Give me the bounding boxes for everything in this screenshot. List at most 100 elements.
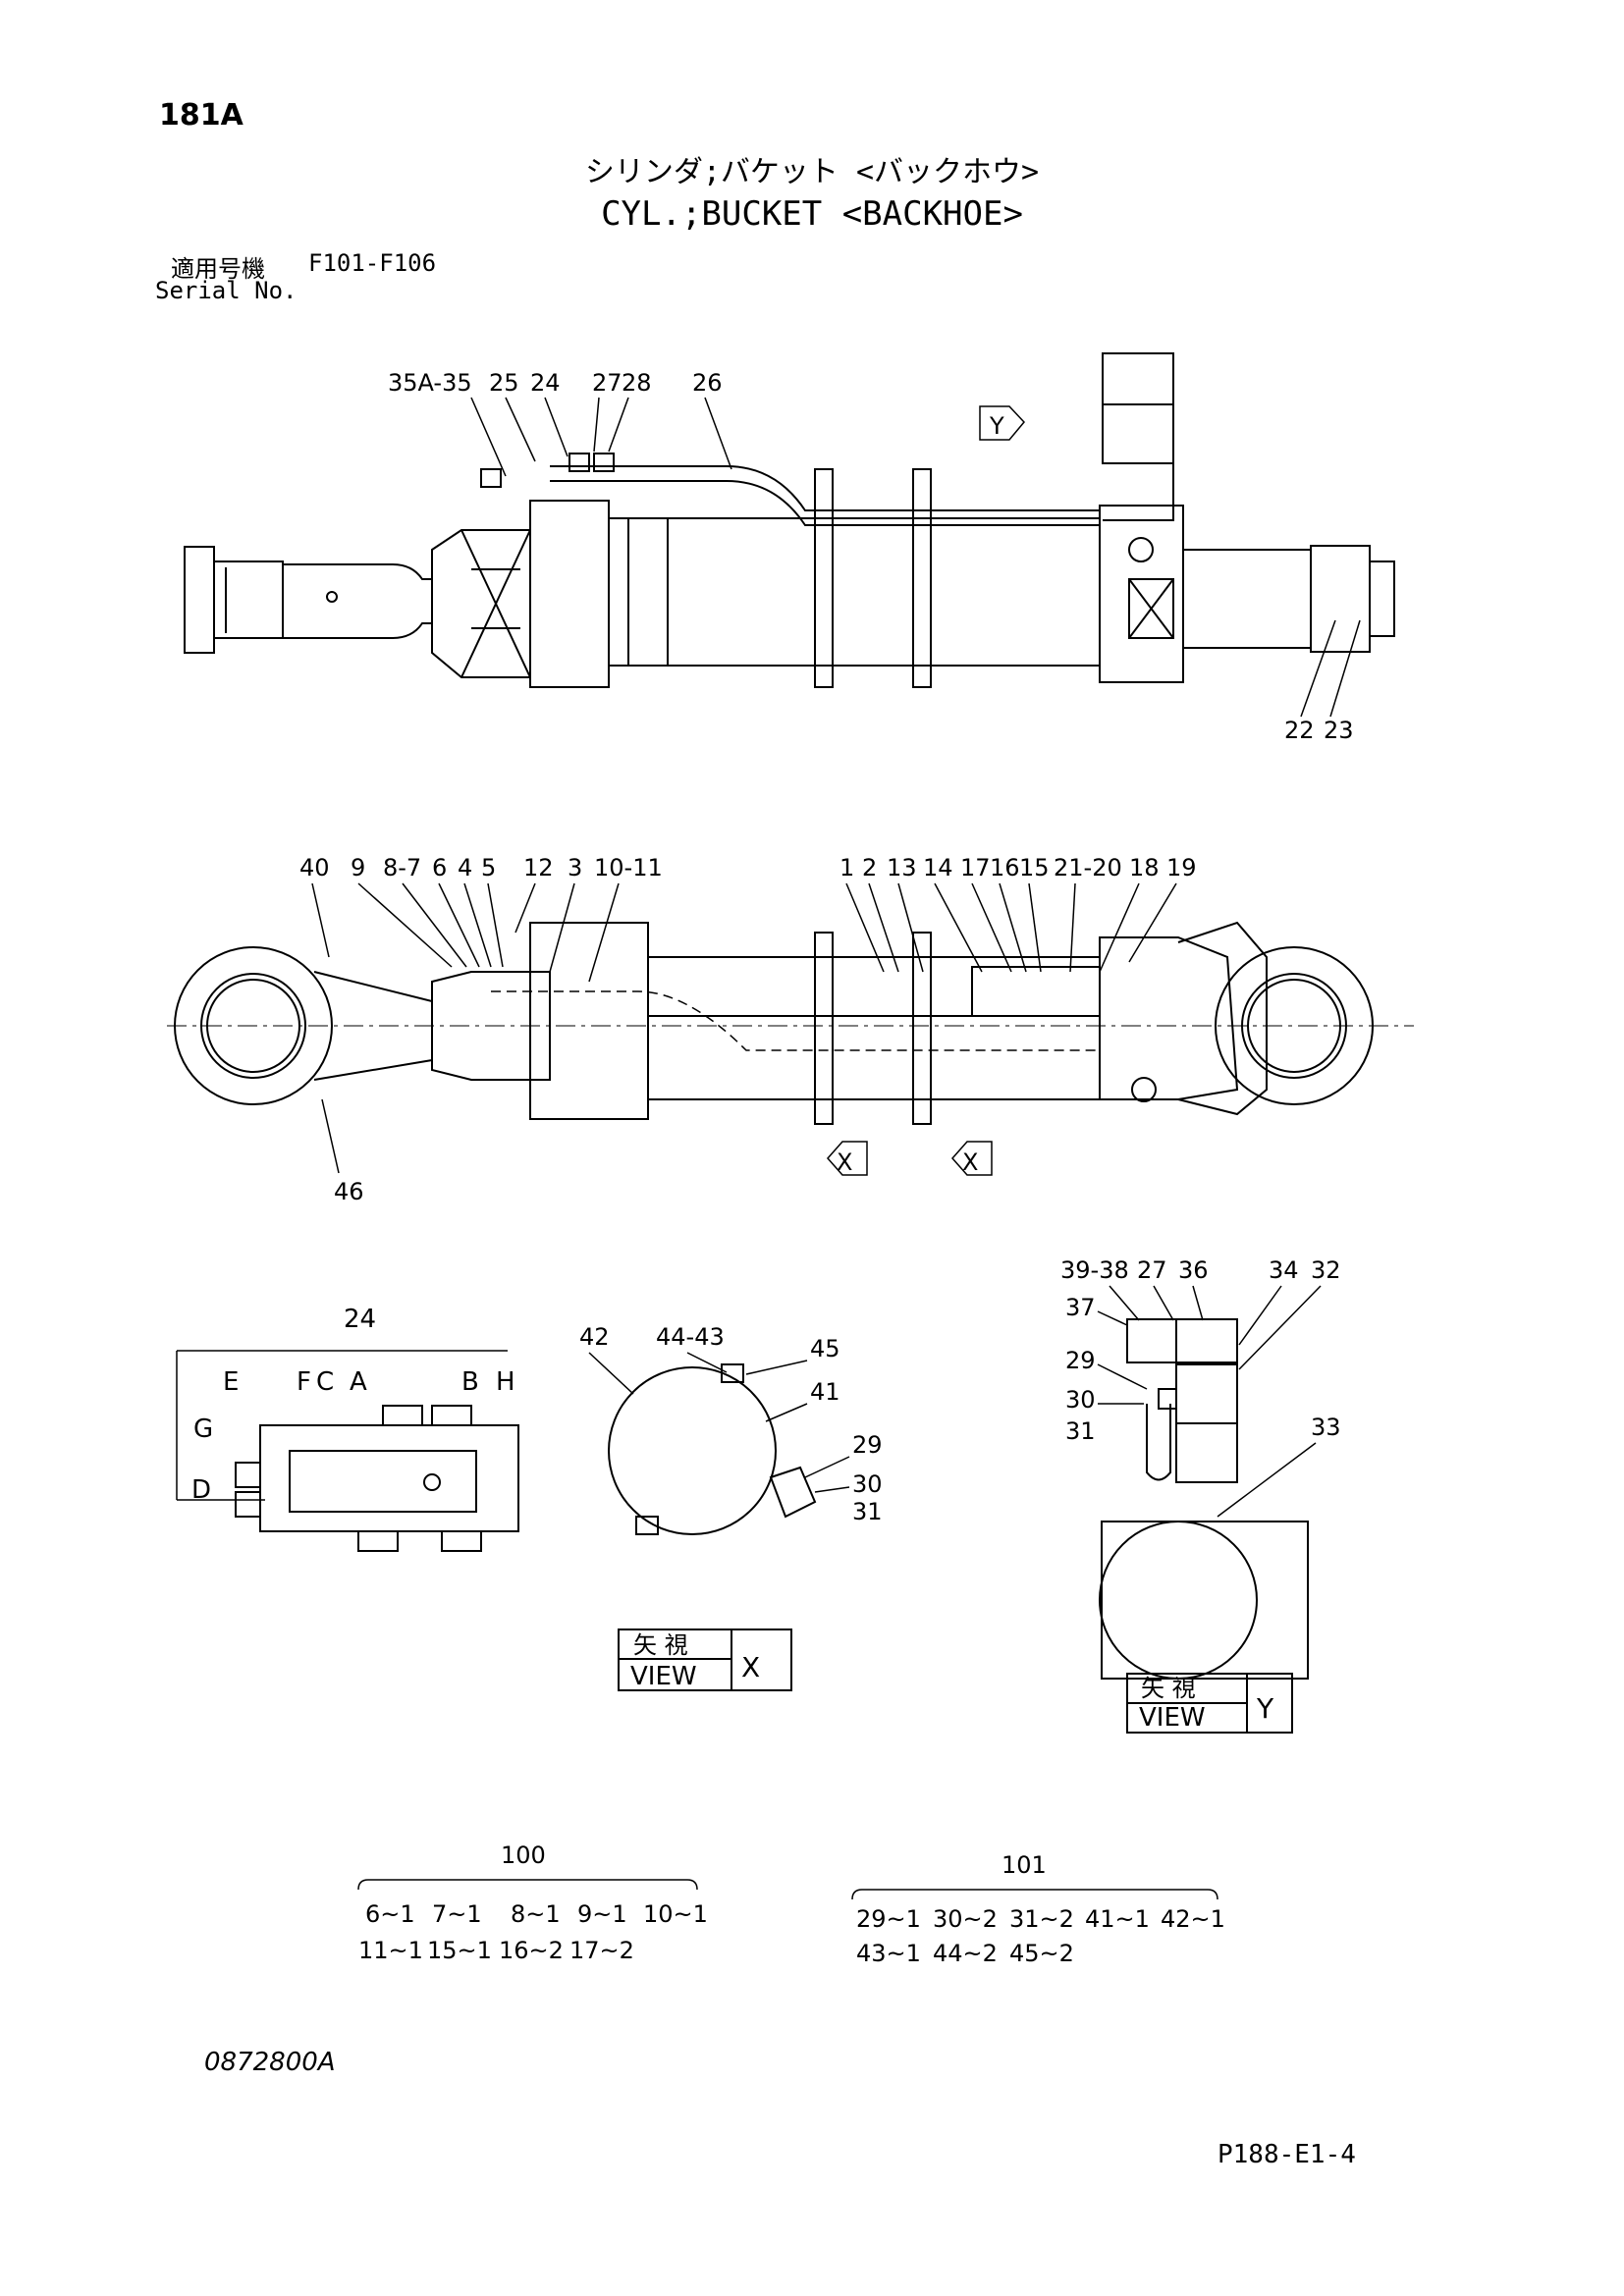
kit-100-item: 10~1: [643, 1900, 708, 1928]
callout-9: 9: [351, 854, 365, 881]
callout-14: 14: [923, 854, 953, 881]
cylinder-top-view: [184, 352, 1395, 688]
callout-33: 33: [1311, 1414, 1341, 1441]
callout-23: 23: [1324, 717, 1354, 744]
detail-24-letter-g: G: [193, 1415, 213, 1444]
callout-view-y: Y: [989, 412, 1004, 440]
kit-100-item: 7~1: [432, 1900, 482, 1928]
detail-24-letter-d: D: [191, 1475, 211, 1505]
callout-6: 6: [432, 854, 447, 881]
callout-13: 13: [887, 854, 917, 881]
section-view-callouts: 40 9 8-7 6 4 5 12 3 10-11 1 2 13 14 17 1…: [299, 854, 1197, 1205]
kit-100-item: 15~1: [427, 1937, 492, 1964]
callout-19: 19: [1166, 854, 1197, 881]
kit-101-item: 29~1: [856, 1905, 921, 1933]
callout-34: 34: [1269, 1256, 1299, 1284]
view-x-japanese: 矢 視: [633, 1631, 688, 1659]
kit-100-item: 8~1: [511, 1900, 561, 1928]
cylinder-section-view: [167, 921, 1414, 1125]
kit-101-number: 101: [1001, 1851, 1047, 1879]
callout-5: 5: [481, 854, 496, 881]
drawing-number: 0872800A: [204, 2048, 336, 2077]
detail-view-x-leaders: [588, 1352, 850, 1493]
kit-101-item: 45~2: [1009, 1940, 1074, 1967]
view-y-letter: Y: [1256, 1692, 1274, 1725]
view-y-japanese: 矢 視: [1141, 1675, 1196, 1702]
kit-101-item: 31~2: [1009, 1905, 1074, 1933]
kit-100-item: 17~2: [569, 1937, 634, 1964]
callout-45: 45: [810, 1335, 840, 1362]
kit-100: 100 6~1 7~1 8~1 9~1 10~1 11~1 15~1 16~2 …: [357, 1842, 708, 1964]
detail-view-x: [608, 1363, 817, 1691]
callout-21-20: 21-20: [1054, 854, 1122, 881]
kit-100-item: 6~1: [365, 1900, 415, 1928]
callout-39-38: 39-38: [1060, 1256, 1129, 1284]
callout-view-x-1: X: [837, 1148, 852, 1176]
detail-24-letter-b: B: [461, 1367, 479, 1397]
kit-101-item: 30~2: [933, 1905, 998, 1933]
callout-22: 22: [1284, 717, 1315, 744]
kit-101-item: 42~1: [1161, 1905, 1225, 1933]
detail-24-letter-a: A: [350, 1367, 367, 1397]
detail-24-letter-f: F: [297, 1367, 311, 1397]
callout-view-x-2: X: [962, 1148, 978, 1176]
kit-101-item: 44~2: [933, 1940, 998, 1967]
serial-label-english: Serial No.: [155, 277, 298, 304]
kit-100-item: 11~1: [358, 1937, 423, 1964]
serial-label-japanese: 適用号機: [171, 255, 265, 283]
callout-29: 29: [852, 1431, 883, 1459]
detail-view-y: [1099, 1318, 1309, 1734]
callout-12: 12: [523, 854, 554, 881]
callout-29-y: 29: [1065, 1347, 1096, 1374]
callout-46: 46: [334, 1178, 364, 1205]
callout-8-7: 8-7: [383, 854, 421, 881]
callout-10-11: 10-11: [594, 854, 663, 881]
detail-24: [176, 1350, 519, 1552]
callout-31-y: 31: [1065, 1417, 1096, 1445]
detail-24-letter-c: C: [316, 1367, 334, 1397]
title-english: CYL.;BUCKET <BACKHOE>: [601, 194, 1023, 234]
kit-100-item: 16~2: [499, 1937, 564, 1964]
callout-26: 26: [692, 369, 723, 397]
callout-37: 37: [1065, 1294, 1096, 1321]
page-id: 181A: [159, 98, 244, 133]
callout-18: 18: [1129, 854, 1160, 881]
detail-24-letter-h: H: [496, 1367, 515, 1397]
kit-101-item: 43~1: [856, 1940, 921, 1967]
callout-31: 31: [852, 1498, 883, 1525]
detail-view-y-leaders: [1097, 1285, 1322, 1518]
callout-27: 27: [592, 369, 623, 397]
callout-28: 28: [622, 369, 652, 397]
callout-41: 41: [810, 1378, 840, 1406]
detail-view-x-labels: 42 44-43 45 41 29 30 31 矢 視 VIEW X: [579, 1323, 883, 1691]
callout-24: 24: [530, 369, 561, 397]
callout-44-43: 44-43: [656, 1323, 725, 1351]
view-x-english: VIEW: [630, 1662, 697, 1691]
detail-24-number: 24: [344, 1305, 376, 1334]
callout-4: 4: [458, 854, 472, 881]
top-view-leaders: [470, 397, 1361, 718]
callout-1: 1: [839, 854, 854, 881]
page-reference: P188-E1-4: [1218, 2140, 1356, 2169]
callout-2: 2: [862, 854, 877, 881]
kit-100-number: 100: [501, 1842, 546, 1869]
detail-view-y-labels: 39-38 27 36 34 32 37 29 30 31 33 矢 視 VIE…: [1060, 1256, 1341, 1733]
serial-value: F101-F106: [308, 249, 437, 277]
top-view-callouts: 35A-35 25 24 27 28 26 Y 22 23: [388, 369, 1354, 744]
kit-101: 101 29~1 30~2 31~2 41~1 42~1 43~1 44~2 4…: [851, 1851, 1225, 1967]
callout-32: 32: [1311, 1256, 1341, 1284]
callout-42: 42: [579, 1323, 610, 1351]
detail-24-labels: 24 E F C A B H G D: [191, 1305, 515, 1505]
callout-17: 17: [960, 854, 991, 881]
callout-25: 25: [489, 369, 519, 397]
section-view-leaders: [311, 882, 1177, 1176]
callout-30-y: 30: [1065, 1386, 1096, 1414]
callout-40: 40: [299, 854, 330, 881]
kit-100-item: 9~1: [577, 1900, 627, 1928]
detail-24-letter-e: E: [223, 1367, 239, 1397]
callout-3: 3: [568, 854, 582, 881]
callout-27-y: 27: [1137, 1256, 1167, 1284]
kit-101-item: 41~1: [1085, 1905, 1150, 1933]
callout-16: 16: [990, 854, 1020, 881]
callout-15: 15: [1019, 854, 1050, 881]
